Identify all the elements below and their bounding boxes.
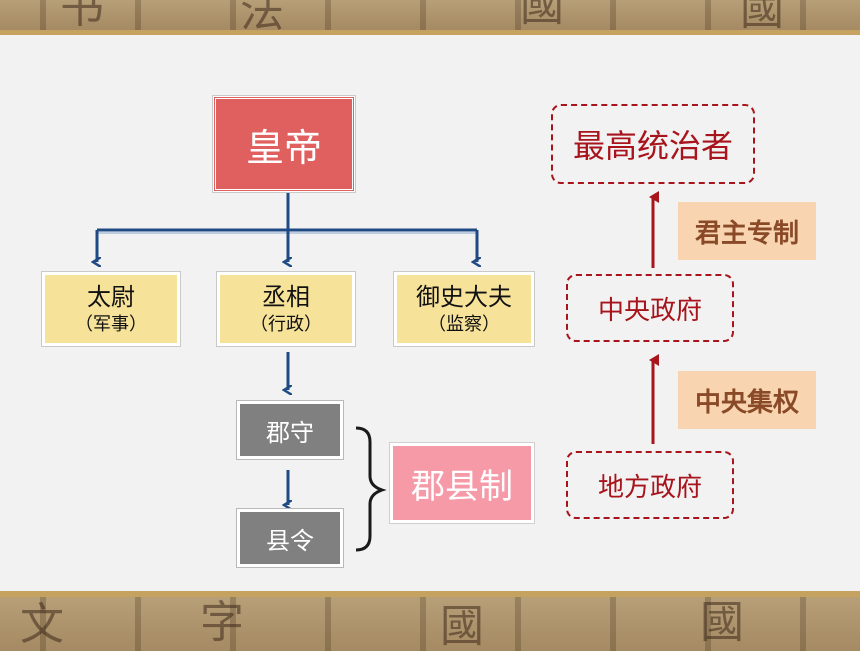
commandery-governor-label: 郡守 <box>266 418 314 447</box>
minister-box-chengxiang: 丞相 （行政） <box>216 271 356 347</box>
minister-role: （监察） <box>428 313 500 335</box>
commandery-governor-box: 郡守 <box>236 400 344 460</box>
local-government-label: 地方政府 <box>597 472 702 503</box>
calligraphy-decor: 字 <box>200 597 244 648</box>
bottom-decor-band: 文 字 國 國 <box>0 591 860 651</box>
calligraphy-decor: 國 <box>700 597 744 648</box>
minister-box-taiwei: 太尉 （军事） <box>41 271 181 347</box>
calligraphy-decor: 文 <box>20 599 64 650</box>
county-magistrate-box: 县令 <box>236 508 344 568</box>
calligraphy-decor: 國 <box>520 0 564 31</box>
minister-role: （行政） <box>250 313 322 335</box>
centralization-tag: 中央集权 <box>678 371 816 429</box>
central-government-label: 中央政府 <box>597 295 702 326</box>
commandery-county-system-label: 郡县制 <box>411 466 513 507</box>
county-magistrate-label: 县令 <box>266 526 314 555</box>
monarchy-autocracy-label: 君主专制 <box>694 218 799 249</box>
emperor-box: 皇帝 <box>212 95 356 193</box>
central-government-box: 中央政府 <box>566 274 734 342</box>
brace-icon <box>355 426 387 552</box>
minister-title: 御史大夫 <box>416 282 512 311</box>
calligraphy-decor: 國 <box>440 601 484 651</box>
calligraphy-decor: 书 <box>60 0 104 33</box>
calligraphy-decor: 法 <box>240 0 284 35</box>
supreme-ruler-box: 最高统治者 <box>551 104 755 184</box>
local-government-box: 地方政府 <box>566 451 734 519</box>
calligraphy-decor: 國 <box>740 0 784 35</box>
centralization-label: 中央集权 <box>694 387 799 418</box>
commandery-county-system-box: 郡县制 <box>389 442 535 524</box>
monarchy-autocracy-tag: 君主专制 <box>678 202 816 260</box>
minister-title: 太尉 <box>87 282 135 311</box>
minister-title: 丞相 <box>262 282 310 311</box>
minister-role: （军事） <box>75 313 147 335</box>
emperor-label: 皇帝 <box>245 125 322 170</box>
minister-box-yushidafu: 御史大夫 （监察） <box>393 271 535 347</box>
supreme-ruler-label: 最高统治者 <box>572 127 733 165</box>
top-decor-band: 书 法 國 國 <box>0 0 860 35</box>
